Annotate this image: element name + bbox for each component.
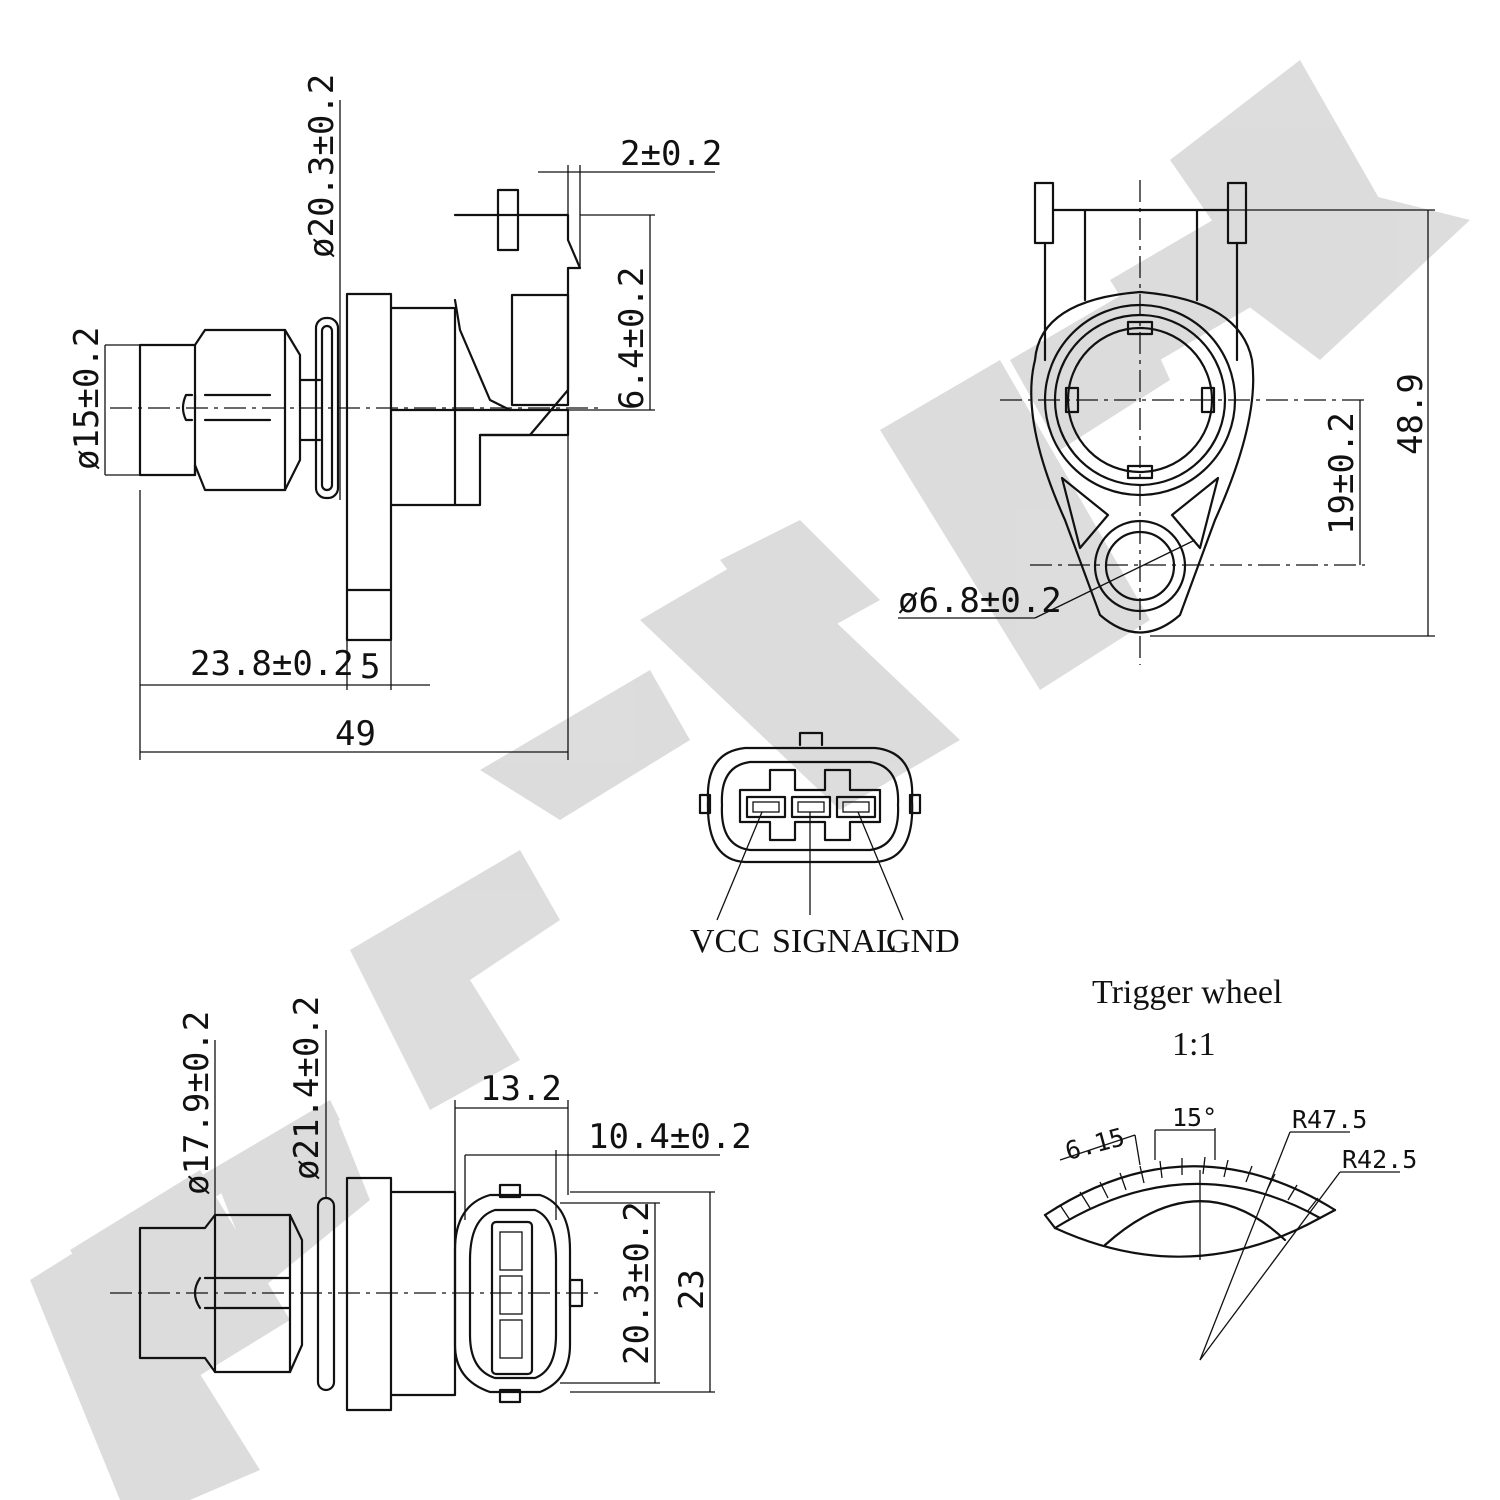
dim-tip-diameter: ø17.9±0.2 [177, 1011, 217, 1195]
dim-connector-length: 13.2 [480, 1069, 562, 1109]
dim-height: 48.9 [1391, 373, 1431, 455]
trigger-wheel-tooth: 6.15 [1062, 1122, 1128, 1166]
dim-tab: 6.4±0.2 [612, 267, 652, 410]
dim-total-length: 49 [335, 714, 376, 754]
trigger-wheel-title: Trigger wheel [1092, 974, 1282, 1011]
front-view: 48.9 19±0.2 ø6.8±0.2 [898, 180, 1435, 665]
dim-flange-width: 5 [360, 647, 380, 687]
dim-gap: 2±0.2 [620, 134, 722, 174]
dim-connector-inner: 10.4±0.2 [588, 1117, 752, 1157]
trigger-wheel-scale: 1:1 [1172, 1026, 1215, 1063]
dim-flange-diameter: ø20.3±0.2 [302, 74, 342, 258]
pin-label-gnd: GND [886, 923, 960, 960]
connector-face: VCC SIGNAL GND [690, 731, 960, 960]
trigger-wheel-angle: 15° [1172, 1103, 1217, 1132]
top-view: ø17.9±0.2 ø21.4±0.2 13.2 10.4±0.2 20.3±0… [110, 996, 752, 1412]
pin-label-vcc: VCC [690, 923, 760, 960]
dim-body-diameter: ø15±0.2 [67, 327, 107, 470]
watermark [30, 60, 1470, 1500]
trigger-wheel: Trigger wheel 1:1 15° 6.15 R47.5 R42.5 [1043, 974, 1417, 1361]
dim-hole-diameter: ø6.8±0.2 [898, 581, 1062, 621]
pin-label-signal: SIGNAL [772, 923, 897, 960]
dim-oring-diameter: ø21.4±0.2 [287, 996, 327, 1180]
trigger-wheel-outer-radius: R47.5 [1292, 1105, 1367, 1134]
dim-connector-height-outer: 23 [672, 1269, 712, 1310]
dim-connector-height-inner: 20.3±0.2 [617, 1201, 657, 1365]
side-view: ø20.3±0.2 ø15±0.2 2±0.2 6.4±0.2 23.8±0.2… [67, 74, 722, 760]
dim-length-to-flange: 23.8±0.2 [190, 644, 354, 684]
trigger-wheel-inner-radius: R42.5 [1342, 1145, 1417, 1174]
dim-hole-offset: 19±0.2 [1322, 412, 1362, 535]
